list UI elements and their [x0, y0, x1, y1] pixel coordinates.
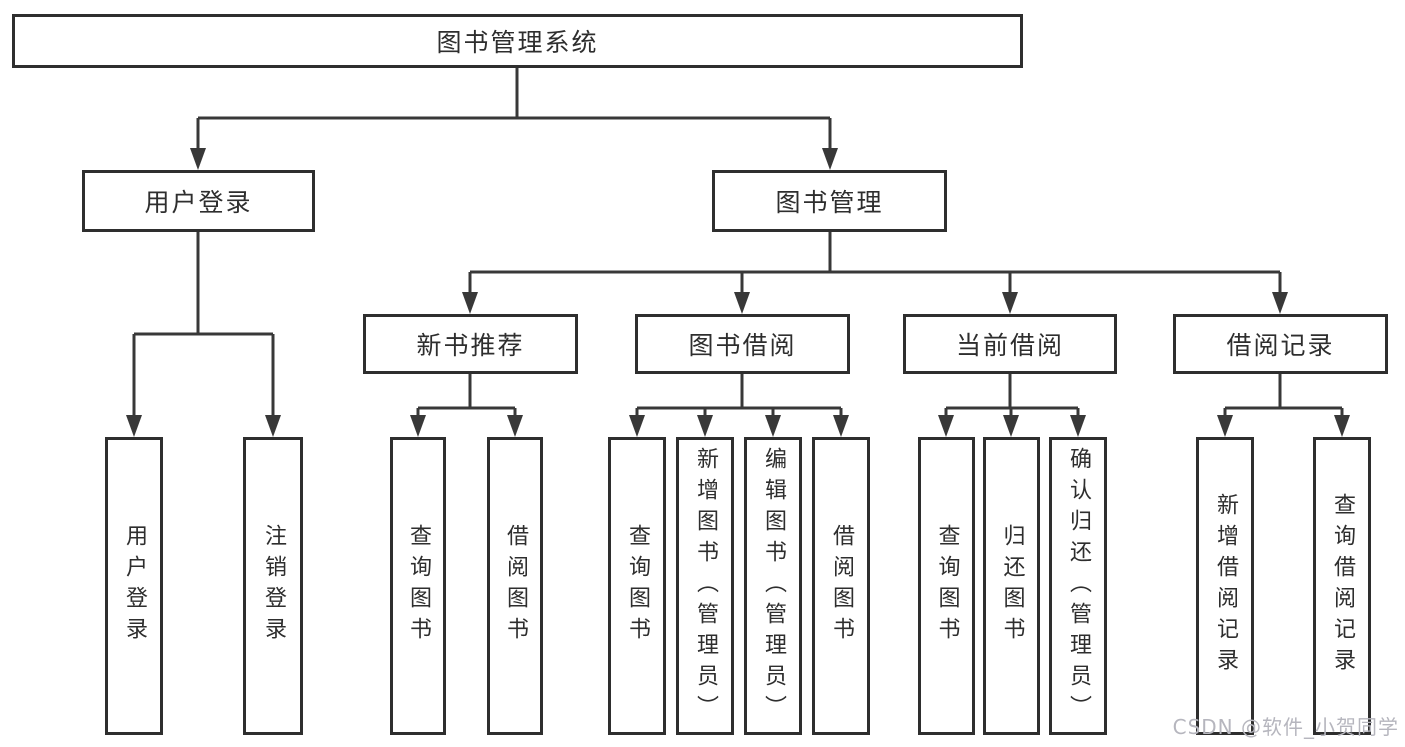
arrowhead	[462, 292, 478, 314]
leaf-borrow-books-2: 借阅图书	[812, 437, 870, 735]
arrowhead	[1002, 292, 1018, 314]
arrowhead	[938, 415, 954, 437]
leaf-label: 归还图书	[999, 524, 1025, 648]
arrowhead	[734, 292, 750, 314]
leaf-user-login: 用户登录	[105, 437, 163, 735]
leaf-logout: 注销登录	[243, 437, 303, 735]
arrowhead	[1070, 415, 1086, 437]
connector-bookborrow-leaves	[635, 374, 843, 419]
leaf-label: 注销登录	[261, 524, 286, 648]
leaf-return-books: 归还图书	[983, 437, 1040, 735]
leaf-confirm-return-admin: 确认归还（管理员）	[1049, 437, 1107, 735]
leaf-query-books-2: 查询图书	[608, 437, 666, 735]
connector-currentborrow-leaves	[944, 374, 1080, 419]
arrowhead	[822, 148, 838, 170]
node-borrowing-records: 借阅记录	[1173, 314, 1388, 374]
connector-root-level2	[196, 68, 832, 151]
arrowhead	[190, 148, 206, 170]
arrowhead	[765, 415, 781, 437]
leaf-label: 用户登录	[122, 524, 147, 648]
arrowhead	[1217, 415, 1233, 437]
node-user-login-branch: 用户登录	[82, 170, 315, 232]
leaf-label: 查询借阅记录	[1330, 493, 1355, 679]
connector-bookmgmt-level3	[468, 232, 1282, 296]
arrowhead	[697, 415, 713, 437]
leaf-label: 查询图书	[625, 524, 650, 648]
node-new-book-recommendation: 新书推荐	[363, 314, 578, 374]
arrowhead	[1272, 292, 1288, 314]
leaf-borrow-books-1: 借阅图书	[487, 437, 543, 735]
connector-userlogin-leaves	[132, 232, 275, 419]
leaf-query-books-3: 查询图书	[918, 437, 975, 735]
arrowhead	[629, 415, 645, 437]
node-current-borrowing: 当前借阅	[903, 314, 1117, 374]
leaf-add-borrow-record: 新增借阅记录	[1196, 437, 1254, 735]
leaf-query-books-1: 查询图书	[390, 437, 446, 735]
arrowhead	[126, 415, 142, 437]
leaf-label: 查询图书	[406, 524, 431, 648]
node-book-borrowing: 图书借阅	[635, 314, 850, 374]
connector-newbooks-leaves	[416, 374, 517, 419]
node-book-management-branch: 图书管理	[712, 170, 947, 232]
arrowhead	[265, 415, 281, 437]
csdn-watermark: CSDN @软件_小贺同学	[1172, 715, 1399, 739]
node-library-management-system: 图书管理系统	[12, 14, 1023, 68]
leaf-label: 新增借阅记录	[1213, 493, 1238, 679]
leaf-label: 确认归还（管理员）	[1066, 446, 1091, 726]
leaf-add-books-admin: 新增图书（管理员）	[676, 437, 734, 735]
leaf-query-borrow-record: 查询借阅记录	[1313, 437, 1371, 735]
connector-records-leaves	[1223, 374, 1344, 419]
arrowhead	[507, 415, 523, 437]
arrowhead	[833, 415, 849, 437]
leaf-label: 编辑图书（管理员）	[761, 446, 786, 726]
leaf-label: 新增图书（管理员）	[693, 446, 718, 726]
arrowhead	[410, 415, 426, 437]
leaf-label: 借阅图书	[503, 524, 528, 648]
leaf-label: 查询图书	[934, 524, 960, 648]
leaf-label: 借阅图书	[829, 524, 854, 648]
arrowhead	[1334, 415, 1350, 437]
leaf-edit-books-admin: 编辑图书（管理员）	[744, 437, 802, 735]
arrowhead	[1003, 415, 1019, 437]
